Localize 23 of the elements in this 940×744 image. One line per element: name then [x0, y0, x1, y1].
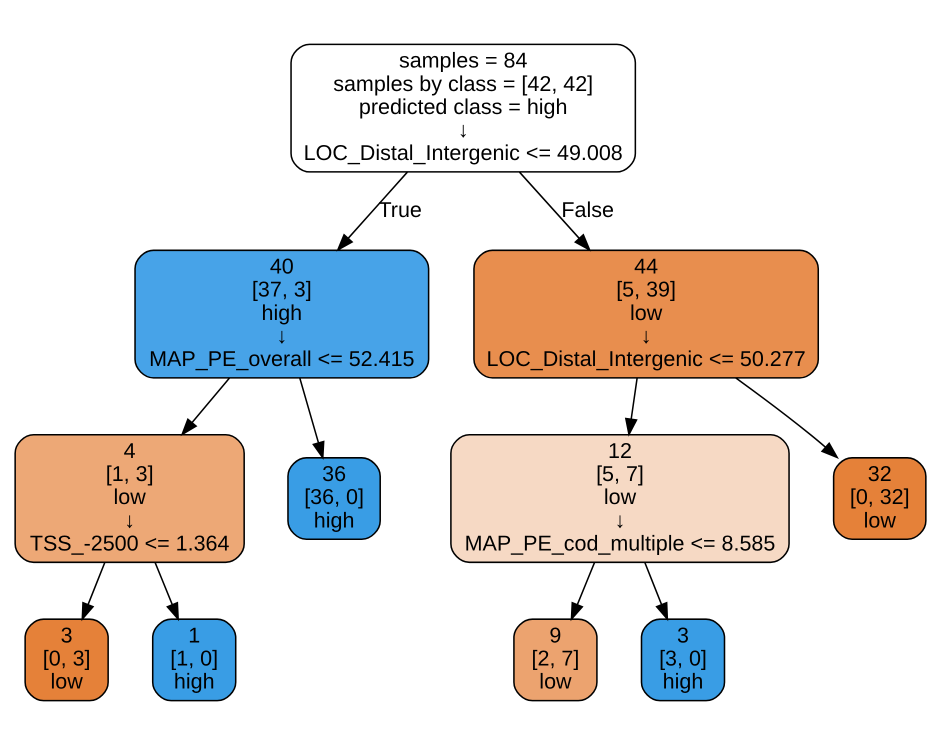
node-box: 32 [0, 32] low — [832, 456, 926, 540]
node-box: 44 [5, 39] low ↓ LOC_Distal_Intergenic <= 50.277 — [472, 249, 819, 378]
arrow — [734, 376, 838, 458]
node-box: 9 [2, 7] low — [512, 618, 598, 701]
arrow — [154, 562, 179, 621]
node-box: 1 [1, 0] high — [151, 618, 236, 701]
arrow — [298, 377, 324, 460]
edge-label: False — [560, 197, 614, 222]
arrow — [570, 562, 595, 621]
node-box: 36 [36, 0] high — [286, 456, 380, 540]
arrow — [518, 171, 591, 252]
node-box: 4 [1, 3] low ↓ TSS_-2500 <= 1.364 — [14, 433, 244, 563]
arrow — [624, 377, 638, 436]
arrow — [644, 562, 668, 621]
edge-label: True — [378, 197, 422, 222]
arrow — [336, 171, 408, 252]
node-box: samples = 84 samples by class = [42, 42] predicted class = high ↓ LOC_Distal_Intergenic <= 49.008 — [290, 43, 636, 172]
node-box: 40 [37, 3] high ↓ MAP_PE_overall <= 52.415 — [134, 249, 429, 378]
node-box: 3 [0, 3] low — [24, 618, 108, 701]
arrow — [180, 377, 230, 436]
arrow — [80, 562, 105, 621]
node-box: 12 [5, 7] low ↓ MAP_PE_cod_multiple <= 8.585 — [450, 433, 790, 563]
node-box: 3 [3, 0] high — [640, 618, 725, 701]
